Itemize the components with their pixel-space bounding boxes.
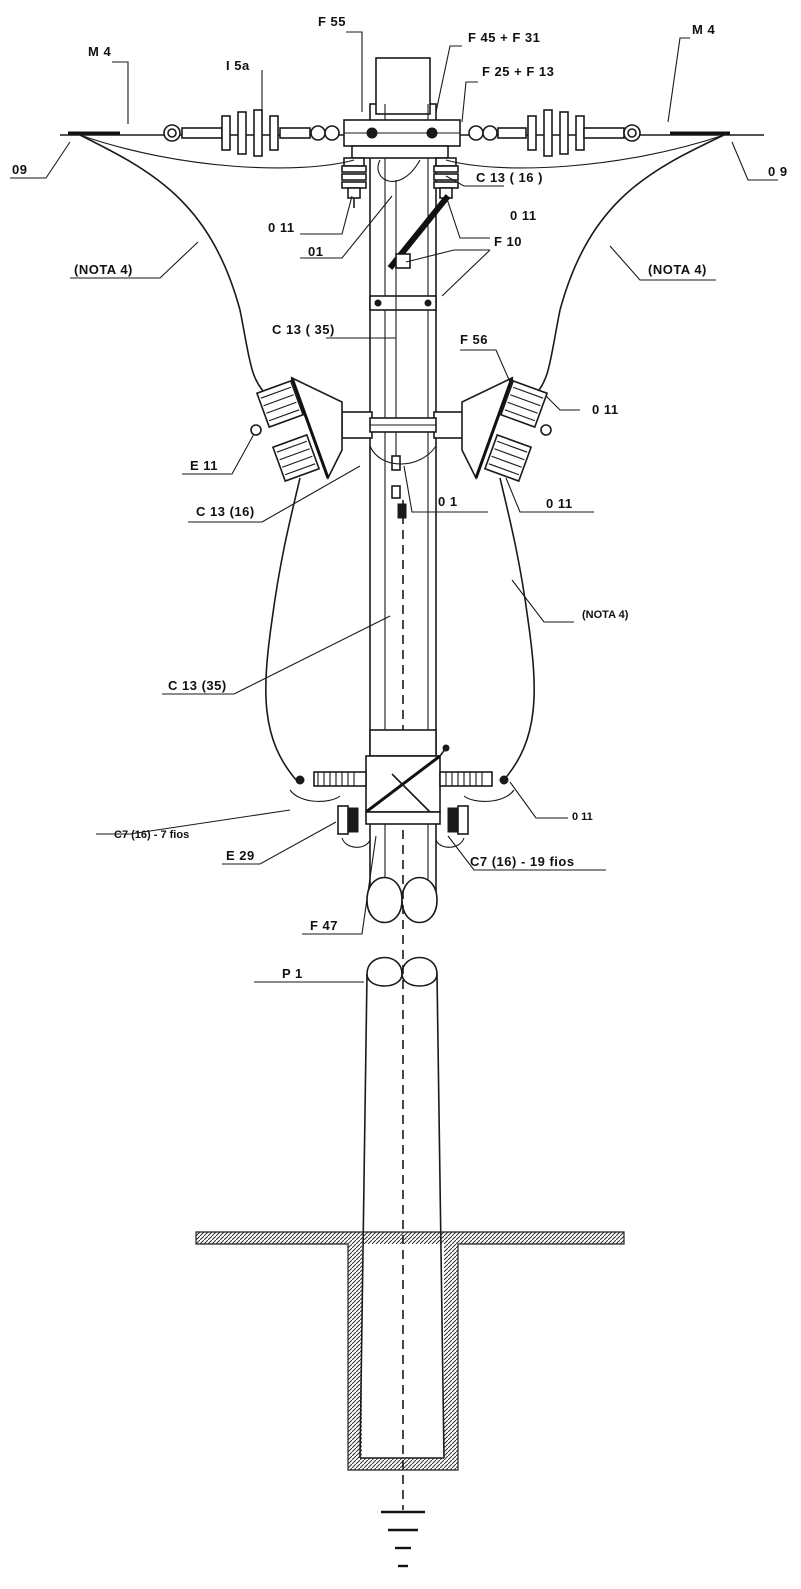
mid-crossarm (341, 411, 465, 439)
drop-lead-left (79, 134, 269, 397)
ground-symbol (381, 1510, 425, 1568)
cutout-e11-left (250, 376, 343, 483)
labels: F 55 F 45 + F 31 F 25 + F 13 M 4 M 4 I 5… (12, 14, 788, 981)
drop-lead-right (533, 134, 725, 397)
label-o11-mid-right: 0 11 (592, 402, 619, 417)
jumper-top-right (445, 134, 725, 169)
label-c13-16-mid: C 13 (16) (196, 504, 255, 519)
insulator-string-left (163, 109, 340, 157)
top-crossarm (60, 119, 764, 159)
label-o11-top-left: 0 11 (268, 220, 295, 235)
label-o1-top: 01 (308, 244, 323, 259)
arrester-e29-left (337, 805, 359, 835)
ground-conductor (381, 500, 425, 1568)
bushing-left (295, 771, 367, 787)
foundation (195, 1231, 625, 1471)
jumper-top-left (79, 134, 355, 169)
label-o11-bottom: 0 11 (572, 811, 593, 823)
label-f45-f31: F 45 + F 31 (468, 30, 540, 45)
label-c13-35-mid: C 13 (35) (168, 678, 227, 693)
label-c13-16-top: C 13 ( 16 ) (476, 170, 543, 185)
label-nota4-lower: (NOTA 4) (582, 609, 629, 621)
bushing-right (439, 771, 509, 787)
label-f56: F 56 (460, 332, 488, 347)
label-e11: E 11 (190, 458, 218, 473)
cutout-e11-right (461, 376, 552, 483)
insulator-string-right (468, 109, 641, 157)
label-m4-right: M 4 (692, 22, 715, 37)
label-m4-left: M 4 (88, 44, 111, 59)
bottom-bracket (365, 729, 450, 825)
label-f47: F 47 (310, 918, 338, 933)
label-e29: E 29 (226, 848, 255, 863)
label-o11-top-right: 0 11 (510, 208, 537, 223)
arrester-e29-right (447, 805, 469, 835)
label-nota4-right: (NOTA 4) (648, 262, 707, 277)
label-c13-35-top: C 13 ( 35) (272, 322, 335, 337)
label-o1-mid: 0 1 (438, 494, 458, 509)
label-f10: F 10 (494, 234, 522, 249)
bracket-f10 (369, 194, 451, 311)
label-o11-mid-lower: 0 11 (546, 496, 573, 511)
label-f55: F 55 (318, 14, 346, 29)
pole-top (375, 57, 431, 115)
label-nota4-left: (NOTA 4) (74, 262, 133, 277)
leader-lines (10, 31, 778, 983)
top-arrester-right (433, 157, 459, 199)
label-c7-19-fios: C7 (16) - 19 fios (470, 854, 575, 869)
label-p1: P 1 (282, 966, 303, 981)
label-c7-7-fios: C7 (16) - 7 fios (114, 829, 189, 841)
label-f25-f13: F 25 + F 13 (482, 64, 554, 79)
top-arrester-left (341, 157, 367, 208)
label-i5a: I 5a (226, 58, 250, 73)
label-o9-left: 09 (12, 162, 27, 177)
label-o9-right: 0 9 (768, 164, 788, 179)
drop-lead-lower-right (499, 477, 535, 783)
drop-lead-lower-left (265, 477, 301, 783)
